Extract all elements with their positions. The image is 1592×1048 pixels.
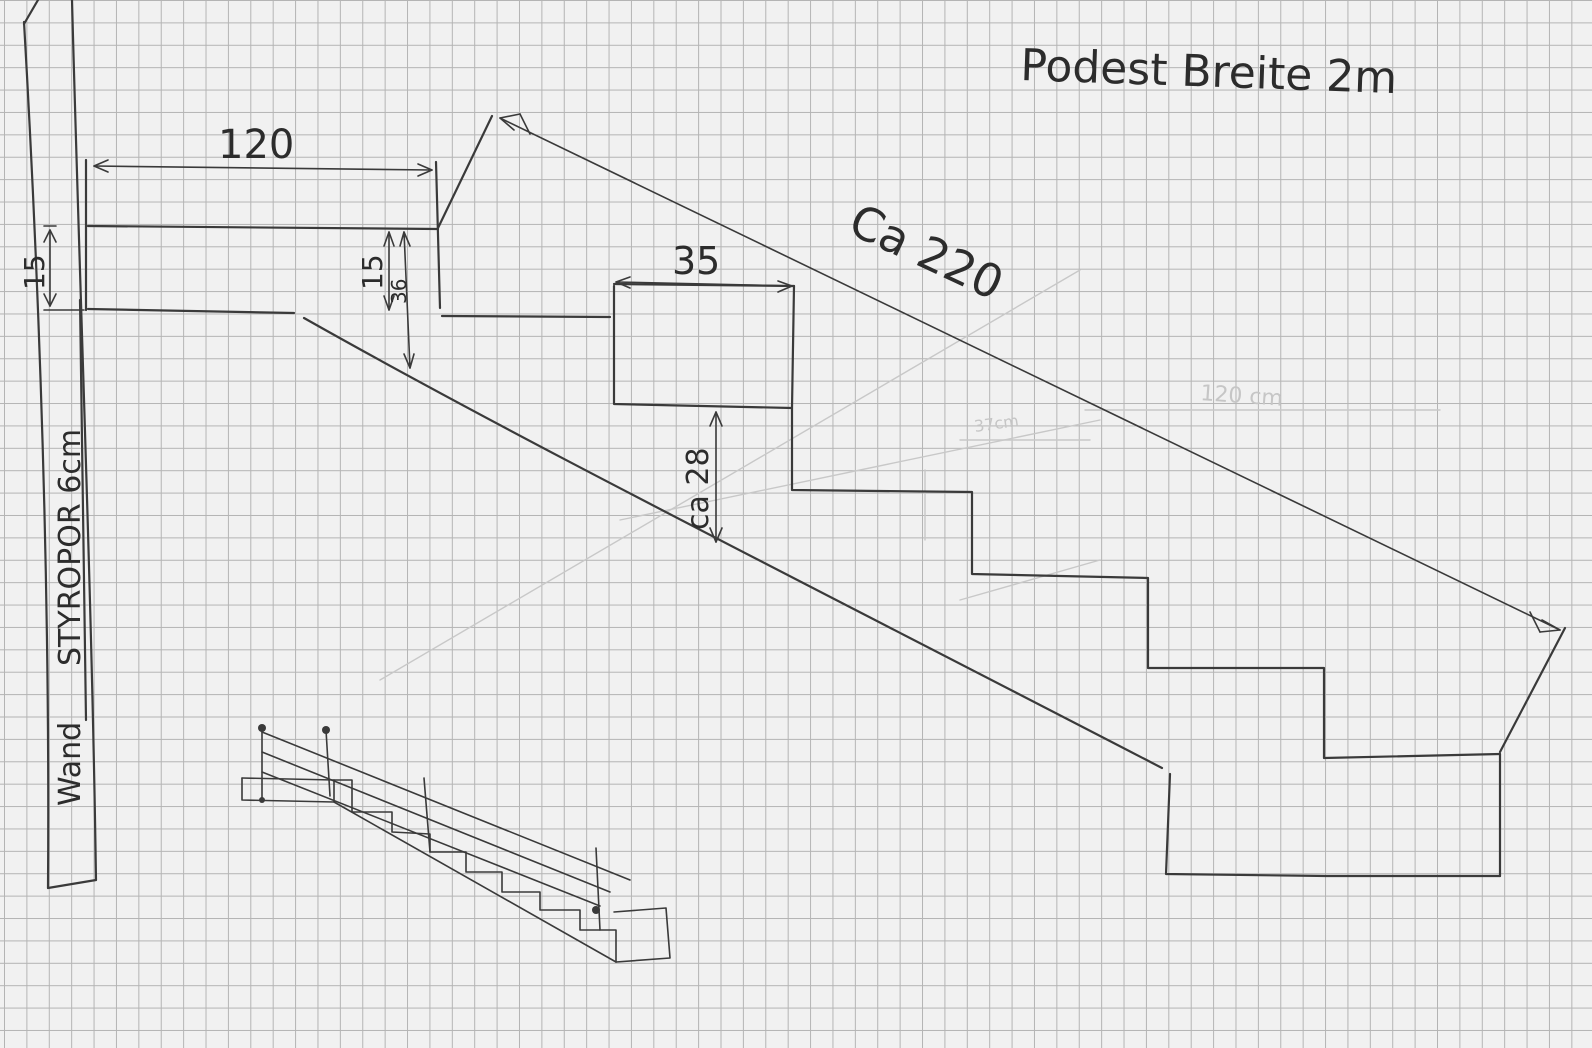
stair-steps [612,276,1567,878]
slab-thickness-dimension [43,225,85,311]
post-knob [259,797,265,803]
landing-slab [84,114,612,319]
sketch-title: Podest Breite 2m [1020,40,1398,104]
landing-dimensions [383,231,415,369]
label-insulation: STYROPOR 6cm [53,429,88,666]
faint-label-b: 37cm [973,411,1020,436]
post-knob [322,726,330,734]
post-knob [258,724,266,732]
post-knob [592,906,600,914]
wall [22,0,98,890]
label-landing-thickness: 15 [356,254,389,290]
show-through-marks: 120 cm 37cm [379,269,1441,681]
clearance-dimension [709,411,723,543]
label-diagonal: Ca 220 [841,193,1011,311]
label-tread: 35 [672,239,720,283]
label-wall-slab-thickness: 15 [18,254,51,290]
diagonal-dimension [499,113,1561,633]
faint-label-a: 120 cm [1200,381,1284,412]
stair-soffit [302,316,1164,770]
label-clearance: ca 28 [681,447,716,530]
label-landing-depth: 36 [387,279,411,304]
small-stair-sketch [241,724,671,963]
label-wall: Wand [53,722,88,806]
label-top-length: 120 [218,122,294,168]
